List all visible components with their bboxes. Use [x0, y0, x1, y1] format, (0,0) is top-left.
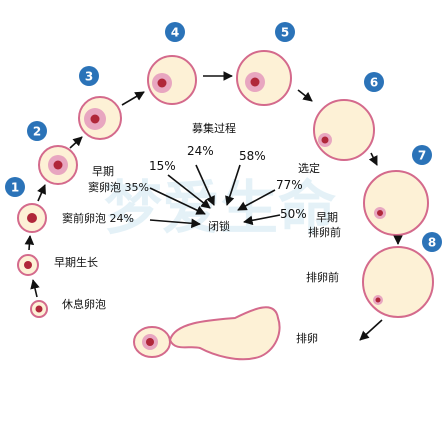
svg-text:8: 8: [428, 236, 436, 250]
label-early-growth: 早期生长: [54, 255, 98, 269]
badge-7: 7: [412, 145, 432, 165]
badge-6: 6: [364, 72, 384, 92]
label-early-preovulatory-2: 排卵前: [308, 225, 341, 239]
atresia-pct-50: 50%: [280, 207, 307, 221]
badge-1: 1: [5, 177, 25, 197]
svg-text:6: 6: [370, 76, 378, 90]
svg-text:7: 7: [418, 149, 426, 163]
badge-3: 3: [79, 66, 99, 86]
svg-text:4: 4: [171, 26, 179, 40]
svg-text:5: 5: [281, 26, 289, 40]
follicle-early-preovulatory: [363, 170, 429, 236]
label-resting: 休息卵泡: [62, 297, 106, 311]
follicle-early-antral: [38, 145, 78, 185]
follicle-resting: [30, 300, 48, 318]
badge-2: 2: [27, 121, 47, 141]
follicle-stage-2: [78, 96, 122, 140]
follicle-stage-5: [313, 99, 375, 161]
badge-8: 8: [422, 232, 442, 252]
atresia-pct-77: 77%: [276, 178, 303, 192]
label-preantral: 窦前卵泡 24%: [62, 211, 134, 225]
growth-arrows: [24, 71, 403, 341]
follicle-stage-4: [236, 50, 292, 106]
atresia-pct-58: 58%: [239, 149, 266, 163]
follicle-ovulation: [133, 306, 281, 361]
atresia-arrows: [149, 164, 281, 229]
label-recruitment: 募集过程: [192, 121, 236, 135]
label-early-antral-2: 窦卵泡 35%: [88, 180, 149, 194]
follicle-preantral: [17, 203, 47, 233]
label-ovulation: 排卵: [296, 331, 318, 345]
svg-text:2: 2: [33, 125, 41, 139]
follicle-early-growth: [17, 254, 39, 276]
badge-4: 4: [165, 22, 185, 42]
svg-text:3: 3: [85, 70, 93, 84]
svg-text:1: 1: [11, 181, 19, 195]
label-preovulatory: 排卵前: [306, 270, 339, 284]
label-selection: 选定: [298, 161, 320, 175]
follicle-stage-3: [147, 55, 197, 105]
watermark: 梦爱生命: [104, 174, 336, 242]
label-early-antral-1: 早期: [92, 165, 114, 178]
badge-5: 5: [275, 22, 295, 42]
follicle-preovulatory: [362, 246, 434, 318]
watermark-text: 梦爱生命: [104, 174, 336, 242]
label-early-preovulatory-1: 早期: [316, 211, 338, 224]
atresia-pct-15: 15%: [149, 159, 176, 173]
atresia-pct-24: 24%: [187, 144, 214, 158]
label-atresia: 闭锁: [208, 219, 230, 233]
